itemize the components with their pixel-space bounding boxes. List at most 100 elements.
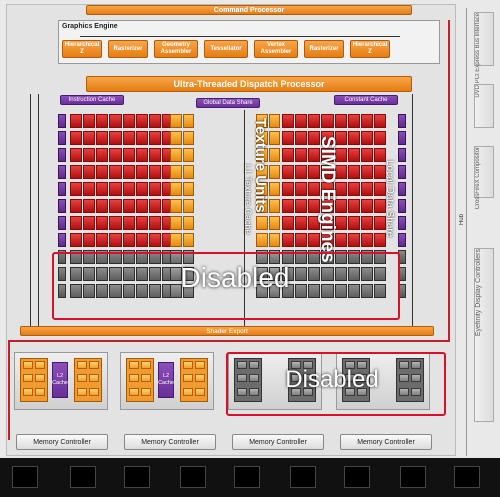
texture-unit-row bbox=[170, 199, 194, 213]
texture-unit-row bbox=[256, 182, 280, 196]
local-data-share-bar bbox=[58, 216, 66, 230]
geometry-assembler: Geometry Assembler bbox=[154, 40, 198, 58]
rop-block bbox=[74, 358, 102, 402]
simd-engine-row bbox=[70, 165, 174, 179]
simd-engine-row bbox=[70, 216, 174, 230]
global-data-share: Global Data Share bbox=[196, 98, 260, 108]
hub-label: Hub bbox=[459, 214, 469, 238]
disabled-memory-label: Disabled bbox=[285, 366, 379, 393]
graphics-engine-title: Graphics Engine bbox=[62, 23, 118, 30]
texture-unit-disabled bbox=[170, 250, 194, 264]
pci-express-bus-interface: PCI Express Bus Interface bbox=[474, 12, 494, 83]
local-data-share-bar bbox=[58, 114, 66, 128]
left-bus bbox=[30, 94, 31, 334]
right-bus bbox=[412, 94, 413, 334]
simd-engines-label: SIMD Engines bbox=[316, 136, 348, 263]
texture-units-text: Texture Units bbox=[252, 118, 269, 213]
rop-block bbox=[126, 358, 154, 402]
local-data-share-bar bbox=[398, 114, 406, 128]
simd-engine-row bbox=[282, 216, 386, 230]
l1-texture-cache-text: L1 Texture Cache bbox=[243, 164, 253, 235]
texture-unit-row bbox=[256, 199, 280, 213]
local-data-share-bar bbox=[398, 216, 406, 230]
texture-unit-row bbox=[256, 216, 280, 230]
rop-block-disabled bbox=[288, 358, 316, 402]
simd-engine-row bbox=[282, 233, 386, 247]
simd-engine-row bbox=[282, 182, 386, 196]
local-data-share-label: Local Data Share bbox=[384, 160, 396, 252]
local-data-share-bar bbox=[58, 165, 66, 179]
local-data-share-bar bbox=[398, 199, 406, 213]
simd-engine-row bbox=[70, 131, 174, 145]
local-data-share-bar bbox=[398, 148, 406, 162]
local-data-share-bar bbox=[398, 233, 406, 247]
constant-cache: Constant Cache bbox=[334, 95, 398, 105]
texture-unit-disabled bbox=[256, 267, 280, 281]
simd-engine-disabled bbox=[282, 267, 386, 281]
command-processor: Command Processor bbox=[86, 5, 412, 15]
disabled-simd-highlight bbox=[52, 252, 400, 320]
disabled-memory-highlight bbox=[226, 352, 446, 416]
disabled-simd-label: Disabled bbox=[180, 262, 290, 293]
hierarchical-z-left: Hierarchical Z bbox=[62, 40, 102, 58]
local-data-share-bar bbox=[58, 199, 66, 213]
dram-chip bbox=[344, 466, 370, 488]
texture-unit-row bbox=[170, 233, 194, 247]
simd-engine-row bbox=[70, 182, 174, 196]
simd-engine-row bbox=[70, 114, 174, 128]
simd-engine-row bbox=[282, 131, 386, 145]
shader-export: Shader Export bbox=[20, 326, 434, 336]
simd-engine-disabled bbox=[282, 284, 386, 298]
texture-unit-row bbox=[256, 165, 280, 179]
l1-texture-cache-label: L1 Texture Cache bbox=[243, 164, 255, 242]
dram-chip bbox=[12, 466, 38, 488]
memory-controller-3: Memory Controller bbox=[232, 434, 324, 450]
dram-chip bbox=[234, 466, 260, 488]
hub-text: Hub bbox=[459, 214, 465, 226]
local-data-share-disabled bbox=[58, 284, 66, 298]
simd-engine-row bbox=[70, 199, 174, 213]
dram-chip bbox=[290, 466, 316, 488]
ultra-threaded-dispatch-processor: Ultra-Threaded Dispatch Processor bbox=[86, 76, 412, 92]
simd-engine-row bbox=[282, 199, 386, 213]
rop-block-disabled bbox=[342, 358, 370, 402]
dram-chip bbox=[400, 466, 426, 488]
rop-block-disabled bbox=[396, 358, 424, 402]
texture-unit-row bbox=[170, 182, 194, 196]
local-data-share-bar bbox=[58, 233, 66, 247]
simd-engine-row bbox=[70, 148, 174, 162]
local-data-share-bar bbox=[398, 131, 406, 145]
rasterizer-left: Rasterizer bbox=[108, 40, 148, 58]
bus-line bbox=[8, 340, 450, 342]
eyefinity-display-controllers: Eyefinity Display Controllers bbox=[474, 248, 494, 422]
local-data-share-text: Local Data Share bbox=[384, 160, 395, 238]
l2-cache-2: L2 Cache bbox=[158, 362, 174, 398]
rasterizer-right: Rasterizer bbox=[304, 40, 344, 58]
local-data-share-disabled bbox=[58, 250, 66, 264]
local-data-share-disabled bbox=[58, 267, 66, 281]
texture-unit-disabled bbox=[256, 284, 280, 298]
texture-units-label: Texture Units bbox=[252, 118, 280, 244]
dram-chip bbox=[454, 466, 480, 488]
texture-unit-row bbox=[256, 148, 280, 162]
local-data-share-bar bbox=[398, 165, 406, 179]
texture-unit-row bbox=[170, 131, 194, 145]
simd-engine-row bbox=[282, 165, 386, 179]
simd-engines-text: SIMD Engines bbox=[317, 136, 338, 263]
simd-engine-row bbox=[70, 233, 174, 247]
crossfirex-compositor: CrossFireX Compositor bbox=[474, 146, 494, 209]
simd-engine-row bbox=[282, 114, 386, 128]
tessellator: Tessellator bbox=[204, 40, 248, 58]
uvd: UVD bbox=[474, 84, 494, 128]
memory-controller-4: Memory Controller bbox=[340, 434, 432, 450]
simd-engine-row bbox=[282, 148, 386, 162]
rop-block-disabled bbox=[234, 358, 262, 402]
center-bus bbox=[244, 110, 245, 330]
instruction-cache: Instruction Cache bbox=[60, 95, 124, 105]
texture-unit-row bbox=[170, 165, 194, 179]
texture-unit-disabled bbox=[170, 267, 194, 281]
texture-unit-row bbox=[256, 114, 280, 128]
local-data-share-bar bbox=[398, 182, 406, 196]
dram-chip bbox=[70, 466, 96, 488]
simd-engine-disabled bbox=[70, 267, 174, 281]
